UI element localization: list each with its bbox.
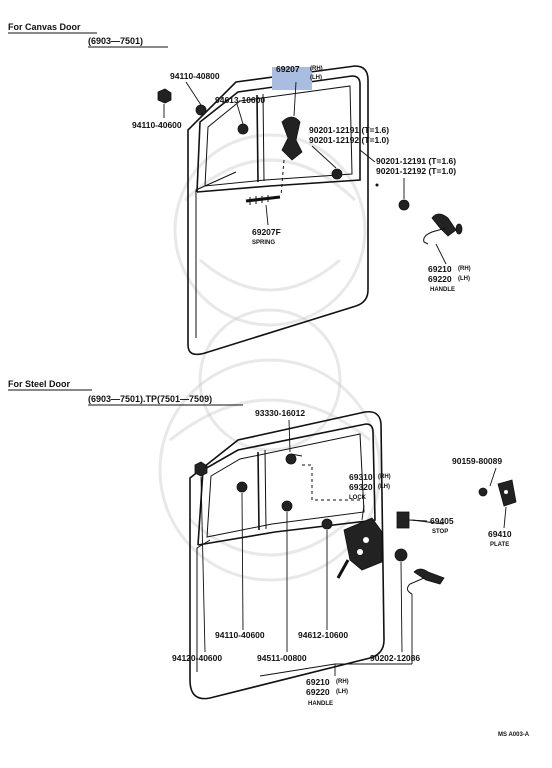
canvas-door-section: For Canvas Door (6903—7501) (8, 22, 471, 356)
canvas-spring-part (245, 195, 281, 205)
label-69405: 69405 (430, 516, 454, 526)
steel-door-section: For Steel Door (6903—7501).TP(7501—7509) (8, 379, 517, 707)
label-handle-steel: HANDLE (308, 701, 333, 707)
label-94511-00800: 94511-00800 (257, 653, 307, 663)
label-69210-steel: 69210 (306, 677, 330, 687)
steel-door-panel (189, 410, 385, 700)
svg-text:(RH): (RH) (378, 474, 391, 480)
steel-nut-parts (194, 453, 408, 562)
label-69220-steel: 69220 (306, 687, 330, 697)
steel-plate-part (478, 479, 517, 507)
label-90202-12086: 90202-12086 (370, 653, 420, 663)
label-94110-40800: 94110-40800 (170, 71, 220, 81)
label-94110-40600: 94110-40600 (132, 120, 182, 130)
label-69207f: 69207F (252, 227, 281, 237)
svg-text:(RH): (RH) (310, 66, 323, 72)
svg-text:(RH): (RH) (458, 266, 471, 272)
label-69310: 69310 (349, 472, 373, 482)
canvas-lock-lever (280, 116, 303, 197)
label-94613-10600: 94613-10600 (215, 95, 265, 105)
label-90159-80089: 90159-80089 (452, 456, 502, 466)
label-94110-40600-steel: 94110-40600 (215, 630, 265, 640)
canvas-door-panel (187, 65, 369, 356)
label-90201-a2: 90201-12192 (T=1.0) (309, 135, 389, 145)
steel-stop-part (396, 511, 428, 529)
label-90201-b2: 90201-12192 (T=1.0) (376, 166, 456, 176)
steel-section-title: For Steel Door (8, 379, 71, 389)
label-spring: SPRING (252, 240, 275, 246)
svg-text:(LH): (LH) (458, 276, 470, 282)
svg-text:(LH): (LH) (336, 689, 348, 695)
label-90201-a1: 90201-12191 (T=1.6) (309, 125, 389, 135)
label-69410: 69410 (488, 529, 512, 539)
label-stop: STOP (432, 529, 448, 535)
label-69220-canvas: 69220 (428, 274, 452, 284)
canvas-handle-part (423, 213, 463, 245)
label-94612-10600: 94612-10600 (298, 630, 348, 640)
svg-text:(RH): (RH) (336, 679, 349, 685)
steel-lock-assembly (302, 464, 383, 579)
label-69320: 69320 (349, 482, 373, 492)
svg-text:(LH): (LH) (378, 484, 390, 490)
steel-handle-part (406, 568, 445, 595)
highlight-69207 (272, 67, 312, 90)
label-plate: PLATE (490, 542, 509, 548)
svg-text:(LH): (LH) (310, 75, 322, 81)
footer-code: MS A003-A (498, 732, 530, 738)
canvas-section-range: (6903—7501) (88, 36, 143, 46)
label-handle-canvas: HANDLE (430, 287, 455, 293)
steel-section-range: (6903—7501).TP(7501—7509) (88, 394, 212, 404)
canvas-section-title: For Canvas Door (8, 22, 81, 32)
label-93330-16012: 93330-16012 (255, 408, 305, 418)
label-94120-40600: 94120-40600 (172, 653, 222, 663)
label-lock: LOCK (349, 495, 367, 501)
label-69207: 69207 (276, 64, 300, 74)
canvas-nut-parts (157, 88, 410, 211)
label-69210-canvas: 69210 (428, 264, 452, 274)
label-90201-b1: 90201-12191 (T=1.6) (376, 156, 456, 166)
watermark-emblem (158, 133, 382, 582)
